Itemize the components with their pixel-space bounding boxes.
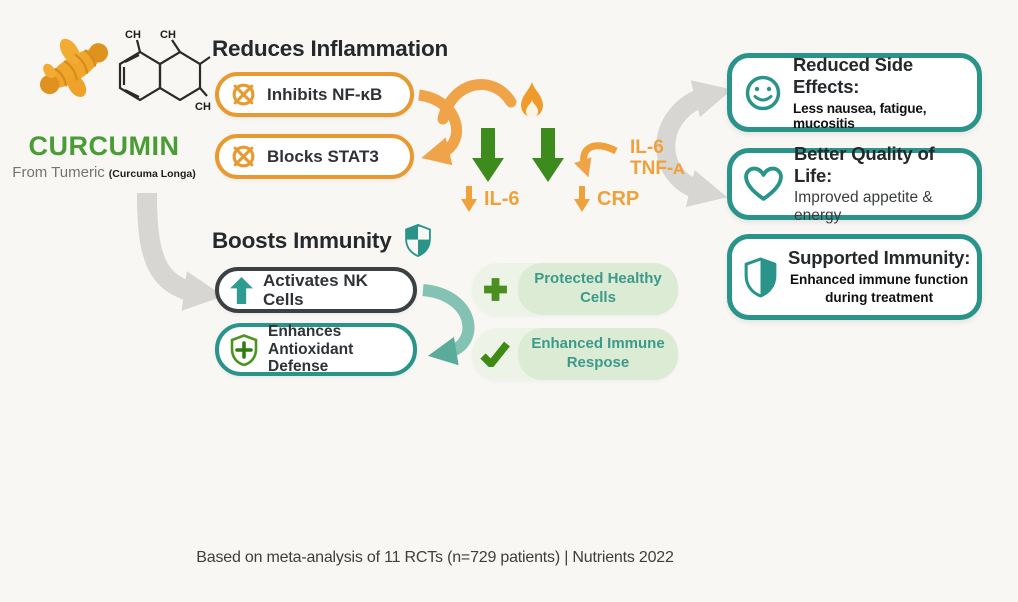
pill-inhibits-nfkb: Inhibits NF-κB bbox=[215, 72, 414, 117]
benefit-reduced-side-effects: Reduced Side Effects: Less nausea, fatig… bbox=[727, 53, 982, 132]
green-down-arrow-1 bbox=[472, 128, 504, 182]
heart-icon bbox=[743, 166, 784, 203]
citation-text: Based on meta-analysis of 11 RCTs (n=729… bbox=[196, 549, 674, 566]
pill-label: Activates NK Cells bbox=[263, 270, 368, 309]
curcumin-title: CURCUMIN bbox=[28, 131, 180, 161]
outcome-protected-healthy-cells: Protected Healthy Cells bbox=[472, 263, 678, 315]
benefit-text: Better Quality of Life: Improved appetit… bbox=[794, 143, 977, 225]
pill-enhances-antioxidant-defense: Enhances Antioxidant Defense bbox=[215, 323, 417, 376]
pill-activates-nk-cells: Activates NK Cells bbox=[215, 267, 417, 313]
benefit-title: Better Quality of Life: bbox=[794, 143, 935, 186]
flame-icon bbox=[521, 81, 543, 118]
shield-plus-icon bbox=[230, 333, 258, 366]
inflammation-pills-arrow bbox=[417, 89, 462, 166]
pill-label: Enhances Antioxidant Defense bbox=[268, 323, 354, 376]
curcumin-to-immunity-arrow bbox=[137, 192, 224, 311]
green-down-arrow-2 bbox=[532, 128, 564, 182]
pill-blocks-stat3: Blocks STAT3 bbox=[215, 134, 414, 179]
outcome-label: Protected Healthy Cells bbox=[518, 263, 678, 315]
checkered-shield-icon bbox=[404, 224, 431, 257]
small-down-arrow-icon bbox=[461, 186, 477, 212]
blocked-icon bbox=[230, 143, 257, 170]
benefit-description: Enhanced immune function during treatmen… bbox=[789, 272, 969, 305]
benefits-flow-arrow bbox=[656, 80, 733, 207]
up-arrow-icon bbox=[230, 276, 253, 304]
benefit-description: Less nausea, fatigue, mucositis bbox=[793, 101, 927, 131]
benefit-text: Reduced Side Effects: Less nausea, fatig… bbox=[793, 54, 977, 131]
shield-icon bbox=[743, 257, 778, 298]
curcumin-molecule-structure: CH CH CH bbox=[118, 29, 211, 113]
pill-label: Blocks STAT3 bbox=[267, 146, 379, 166]
molecule-label-ch3: CH bbox=[195, 101, 211, 113]
boosts-immunity-heading-label: Boosts Immunity bbox=[212, 227, 392, 253]
curcumin-source-text: From Tumeric bbox=[12, 164, 105, 181]
smiley-icon bbox=[743, 73, 783, 113]
il6-label-text: IL-6 bbox=[484, 187, 520, 210]
crp-reduction-label: CRP bbox=[574, 186, 639, 212]
inflammation-to-flame-arc bbox=[437, 79, 517, 125]
molecule-label-ch2: CH bbox=[160, 29, 176, 41]
molecule-label-ch1: CH bbox=[125, 29, 141, 41]
curcumin-species-text: (Curcuma Longa) bbox=[108, 168, 196, 180]
immunity-pills-arrow bbox=[422, 284, 475, 366]
benefit-description: Improved appetite & energy bbox=[794, 189, 933, 224]
cytokines-down-arrow bbox=[574, 142, 618, 178]
small-down-arrow-icon bbox=[574, 186, 590, 212]
check-icon bbox=[472, 341, 518, 367]
boosts-immunity-heading: Boosts Immunity bbox=[212, 224, 432, 257]
pill-label: Inhibits NF-κB bbox=[267, 84, 383, 104]
outcome-label: Enhanced Immune Respose bbox=[518, 328, 678, 380]
reduces-inflammation-heading-label: Reduces Inflammation bbox=[212, 36, 449, 61]
cytokines-label: IL-6 TNF-ᴀ bbox=[630, 137, 684, 179]
reduces-inflammation-heading: Reduces Inflammation bbox=[212, 36, 448, 62]
crp-label-text: CRP bbox=[597, 187, 640, 210]
plus-icon bbox=[472, 276, 518, 303]
benefit-text: Supported Immunity: Enhanced immune func… bbox=[788, 247, 970, 306]
benefit-title: Supported Immunity: bbox=[788, 247, 971, 269]
curcumin-subtitle: From Tumeric(Curcuma Longa) bbox=[6, 164, 202, 182]
benefit-title: Reduced Side Effects: bbox=[793, 54, 913, 97]
turmeric-root-illustration bbox=[39, 38, 109, 97]
blocked-icon bbox=[230, 81, 257, 108]
outcome-enhanced-immune-response: Enhanced Immune Respose bbox=[472, 328, 678, 380]
benefit-better-quality-of-life: Better Quality of Life: Improved appetit… bbox=[727, 143, 982, 224]
cytokines-line1: IL-6 bbox=[630, 137, 664, 158]
benefit-supported-immunity: Supported Immunity: Enhanced immune func… bbox=[727, 234, 982, 320]
cytokines-line2: TNF-ᴀ bbox=[630, 158, 685, 179]
il6-reduction-label: IL-6 bbox=[461, 186, 520, 212]
